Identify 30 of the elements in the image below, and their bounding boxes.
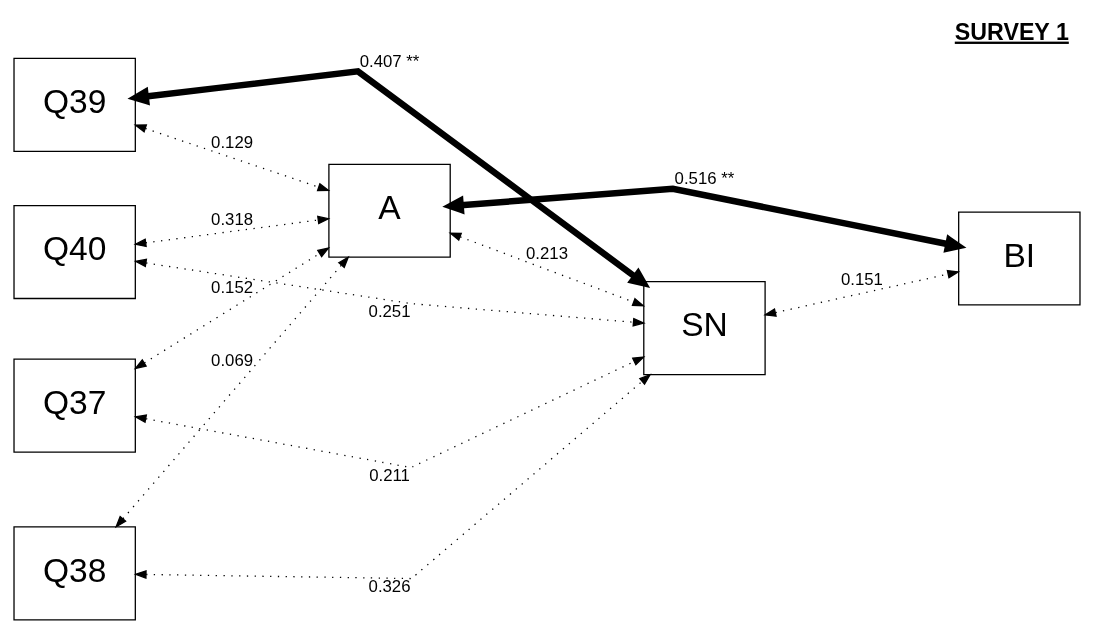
edge-label: 0.516 ** xyxy=(674,169,735,189)
edge-label: 0.152 xyxy=(211,277,254,297)
edge-label: 0.129 xyxy=(211,133,254,153)
arrow xyxy=(133,215,331,248)
edge-label: 0.213 xyxy=(526,244,568,264)
node-box: SN xyxy=(643,281,766,376)
edge-label: 0.151 xyxy=(840,269,883,289)
arrow xyxy=(133,258,646,327)
arrow xyxy=(133,124,331,192)
arrow xyxy=(133,356,646,469)
edge-label: 0.318 xyxy=(211,210,254,230)
arrow xyxy=(133,373,652,580)
node-box: Q38 xyxy=(13,526,136,621)
arrow xyxy=(763,269,961,317)
arrow xyxy=(114,255,350,529)
node-box: Q39 xyxy=(13,57,136,153)
edge-label: 0.251 xyxy=(368,302,411,322)
node-box: Q37 xyxy=(13,358,136,453)
diagram-title: SURVEY 1 xyxy=(954,18,1069,45)
arrow xyxy=(442,185,967,253)
node-box: BI xyxy=(958,211,1081,306)
node-box: A xyxy=(328,163,451,258)
edge-label: 0.069 xyxy=(211,351,254,371)
arrow xyxy=(448,232,646,307)
node-box: Q40 xyxy=(13,204,136,300)
edge-label: 0.326 xyxy=(368,576,411,596)
edge-label: 0.211 xyxy=(369,465,410,485)
edge-label: 0.407 ** xyxy=(359,51,420,71)
arrow xyxy=(133,247,331,370)
arrow xyxy=(127,68,651,288)
